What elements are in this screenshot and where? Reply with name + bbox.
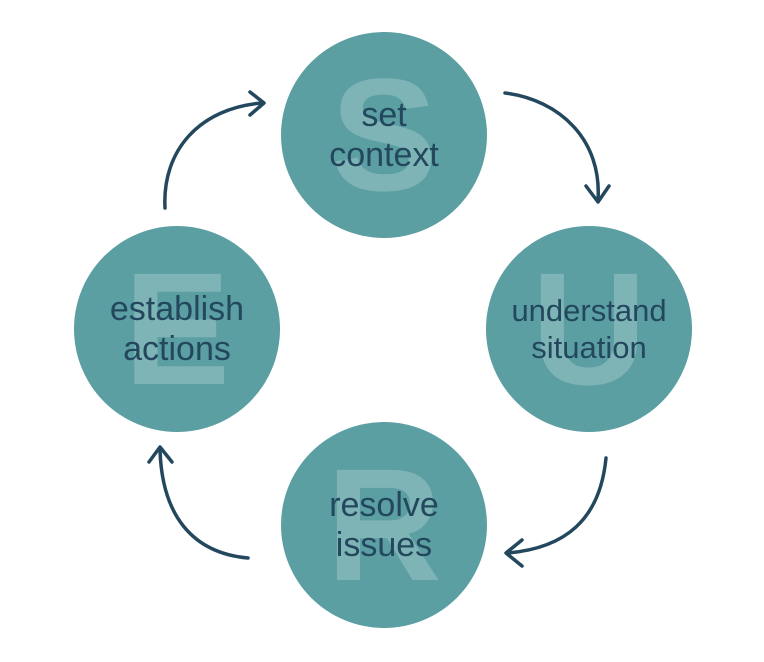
- step-circle-understand-situation: U understand situation: [486, 226, 692, 432]
- arrow-s-to-u: [503, 91, 600, 202]
- step-label-line: context: [329, 136, 439, 174]
- step-label-line: understand: [511, 293, 667, 328]
- arrow-u-to-r: [506, 456, 608, 555]
- step-letter-u: U: [531, 239, 647, 418]
- step-label-line: set: [361, 96, 407, 134]
- arrow-s-to-u-head: [584, 184, 611, 204]
- step-label-understand-situation: understand situation: [511, 292, 666, 366]
- step-letter-r: R: [326, 435, 442, 614]
- step-label-line: issues: [335, 526, 433, 564]
- step-circle-set-context: S set context: [281, 32, 487, 238]
- step-circle-establish-actions: E establish actions: [74, 226, 280, 432]
- step-label-line: actions: [123, 330, 231, 368]
- step-label-line: resolve: [329, 486, 439, 524]
- step-circle-resolve-issues: R resolve issues: [281, 422, 487, 628]
- step-label-set-context: set context: [329, 95, 439, 175]
- step-letter-e: E: [123, 239, 231, 418]
- step-label-resolve-issues: resolve issues: [329, 485, 439, 565]
- step-letter-s: S: [330, 45, 438, 224]
- arrow-r-to-e: [158, 448, 250, 560]
- step-label-establish-actions: establish actions: [110, 289, 244, 369]
- arrow-e-to-s-head: [248, 90, 266, 117]
- arrow-u-to-r-head: [504, 538, 524, 568]
- step-label-line: situation: [531, 330, 647, 365]
- step-label-line: establish: [109, 290, 245, 328]
- arrow-e-to-s: [163, 101, 264, 210]
- arrow-r-to-e-head: [147, 445, 174, 464]
